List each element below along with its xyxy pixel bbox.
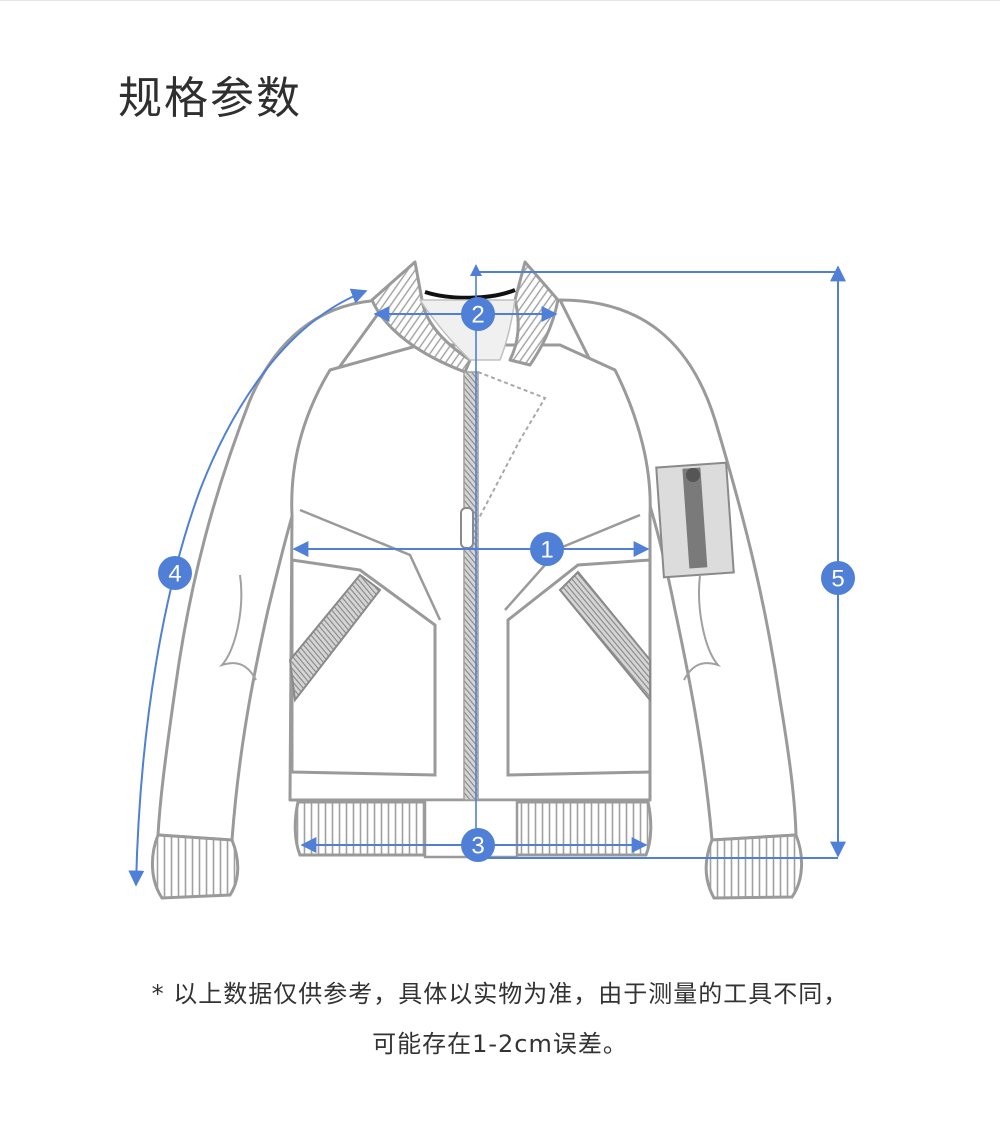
marker-2-label: 2 — [471, 302, 484, 329]
marker-5: 5 — [821, 561, 855, 595]
marker-2: 2 — [461, 297, 495, 331]
right-pocket — [506, 558, 652, 777]
marker-3-label: 3 — [471, 833, 484, 860]
marker-5-label: 5 — [831, 566, 844, 593]
footnote-line-2: 可能存在1-2cm误差。 — [372, 1030, 628, 1058]
sleeve-badge-patch — [655, 461, 735, 579]
marker-1-label: 1 — [540, 537, 553, 564]
marker-4-label: 4 — [168, 561, 181, 588]
footnote-line-1: * 以上数据仅供参考，具体以实物为准，由于测量的工具不同， — [151, 980, 849, 1008]
marker-1: 1 — [530, 532, 564, 566]
top-divider — [0, 0, 1000, 1]
front-zipper — [460, 371, 547, 801]
right-elbow-crease — [683, 574, 722, 681]
marker-3: 3 — [461, 828, 495, 862]
left-cuff — [150, 833, 240, 900]
sleeve-length-line — [128, 288, 368, 887]
page-title: 规格参数 — [118, 73, 302, 124]
measurement-lines — [128, 264, 846, 887]
marker-4: 4 — [158, 556, 192, 590]
right-cuff — [704, 833, 804, 900]
